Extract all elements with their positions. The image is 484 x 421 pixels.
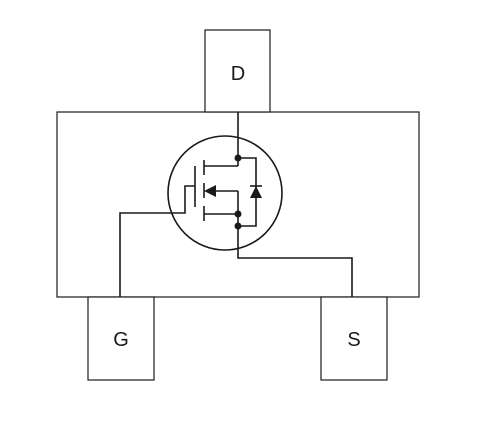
- source-wire: [237, 226, 353, 297]
- gate-pin-lead: [87, 296, 155, 381]
- drain-pin-label: D: [231, 63, 245, 85]
- source-junction-dot-upper: [234, 210, 242, 218]
- mosfet-enclosure-circle: [167, 135, 283, 251]
- gate-pin-label: G: [113, 329, 129, 351]
- drain-junction-dot: [234, 154, 242, 162]
- gate-wire: [119, 185, 195, 297]
- body-arrow-icon: [204, 185, 216, 197]
- diode-triangle-icon: [250, 186, 262, 198]
- source-pin-lead: [320, 296, 388, 381]
- source-pin-label: S: [347, 329, 360, 351]
- source-junction-dot-lower: [234, 222, 242, 230]
